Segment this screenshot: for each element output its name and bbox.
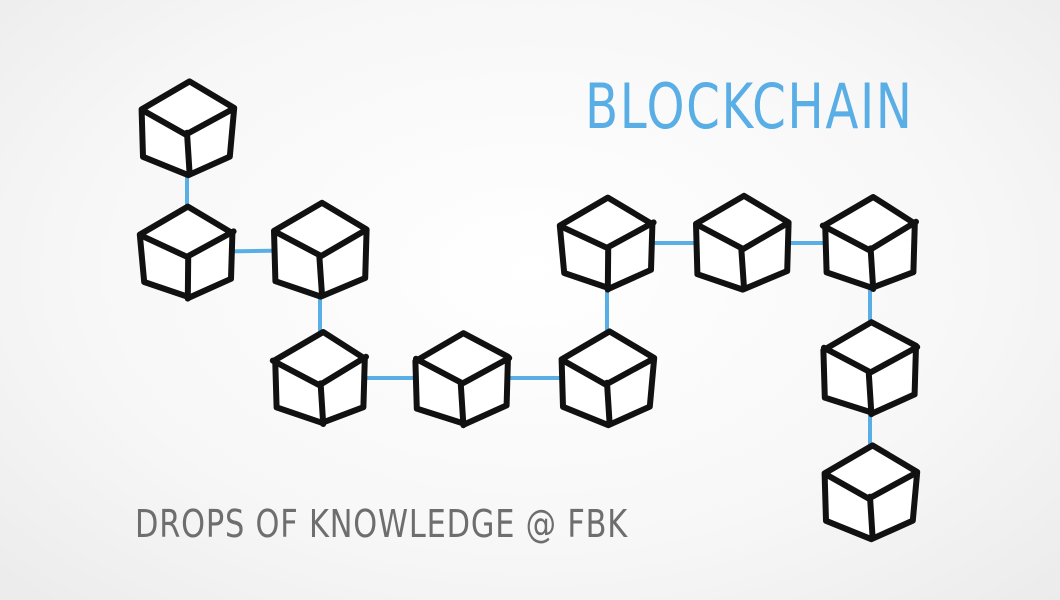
diagram-title: BLOCKCHAIN bbox=[585, 70, 914, 143]
links-layer bbox=[185, 126, 872, 494]
block-cube-11 bbox=[821, 442, 921, 543]
block-cube-6 bbox=[558, 328, 658, 429]
block-cube-1 bbox=[138, 78, 238, 179]
block-cube-3 bbox=[271, 199, 370, 300]
block-cube-4 bbox=[269, 329, 369, 427]
block-cube-7 bbox=[556, 194, 657, 293]
block-cube-5 bbox=[412, 330, 513, 429]
block-cube-2 bbox=[136, 203, 237, 302]
block-cube-8 bbox=[693, 192, 792, 293]
block-cube-9 bbox=[819, 194, 919, 292]
blocks-layer bbox=[136, 78, 921, 543]
block-cube-10 bbox=[820, 319, 921, 418]
footer-credit: DROPS OF KNOWLEDGE @ FBK bbox=[135, 502, 629, 546]
